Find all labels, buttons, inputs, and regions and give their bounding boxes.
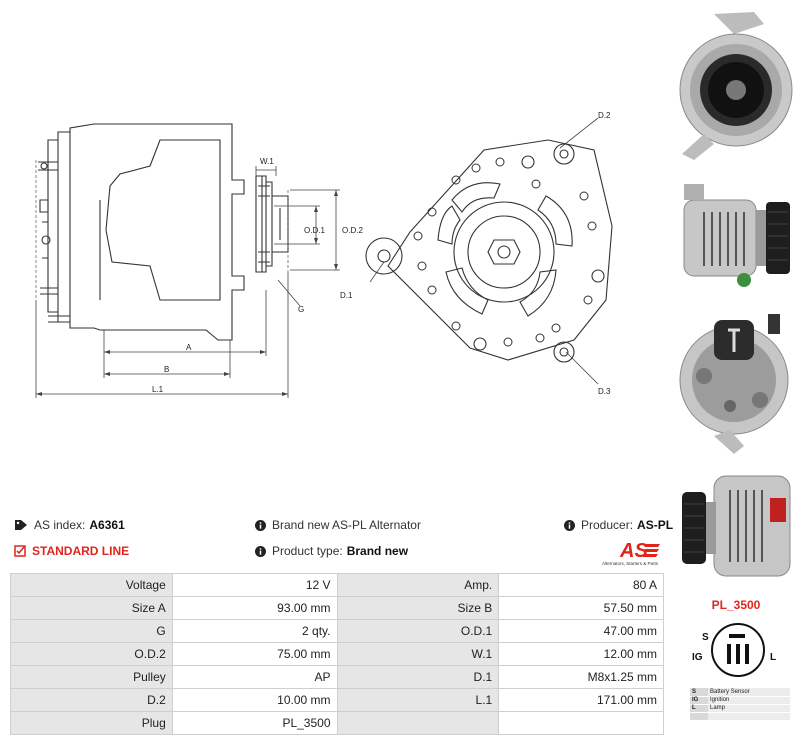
- description-text: Brand new AS-PL Alternator: [272, 518, 421, 532]
- spec-key: Amp.: [336, 573, 500, 597]
- spec-key: [336, 711, 500, 735]
- legend-code: [690, 712, 708, 721]
- legend-code: L: [690, 704, 708, 713]
- standard-line-row: STANDARD LINE: [14, 544, 129, 558]
- spec-value: 10.00 mm: [171, 688, 338, 712]
- legend-desc: Battery Sensor: [708, 688, 790, 697]
- label-l1: L.1: [152, 385, 164, 394]
- pin-l-label: L: [770, 652, 776, 663]
- spec-value: 80 A: [498, 573, 664, 597]
- spec-key: W.1: [336, 642, 500, 666]
- spec-value: 93.00 mm: [171, 596, 338, 620]
- label-g: G: [298, 305, 304, 314]
- product-type-row: Product type: Brand new: [255, 544, 408, 558]
- spec-value: 12.00 mm: [498, 642, 664, 666]
- spec-key: O.D.2: [10, 642, 173, 666]
- spec-value: AP: [171, 665, 338, 689]
- legend-code: S: [690, 688, 708, 697]
- spec-key: G: [10, 619, 173, 643]
- spec-key: Size A: [10, 596, 173, 620]
- product-photos: [668, 0, 800, 590]
- spec-key: O.D.1: [336, 619, 500, 643]
- spec-key: L.1: [336, 688, 500, 712]
- spec-value: 47.00 mm: [498, 619, 664, 643]
- legend-desc: Ignition: [708, 696, 790, 705]
- spec-key: D.2: [10, 688, 173, 712]
- legend-desc: Lamp: [708, 704, 790, 713]
- pin-ig-label: IG: [692, 652, 703, 663]
- technical-drawing: W.1 O.D.2 O.D.1 G A B L.1 D.1 D.2 D.3: [35, 111, 613, 398]
- logo-tagline: Alternators, Starters & Parts: [602, 561, 659, 566]
- as-index-label: AS index:: [34, 518, 86, 532]
- label-w1: W.1: [260, 157, 274, 166]
- label-d3: D.3: [598, 387, 611, 396]
- legend-desc: [708, 712, 790, 721]
- legend-code: IG: [690, 696, 708, 705]
- spec-value: 75.00 mm: [171, 642, 338, 666]
- spec-value: 2 qty.: [171, 619, 338, 643]
- producer-label: Producer:: [581, 518, 634, 532]
- photo-front: [679, 12, 793, 160]
- producer-value: AS-PL: [637, 518, 674, 532]
- photo-side: [683, 184, 790, 287]
- plug-diagram: S IG L: [692, 623, 776, 677]
- plug-title: PL_3500: [711, 598, 761, 612]
- spec-key: Pulley: [10, 665, 173, 689]
- info-icon: [255, 519, 266, 531]
- label-od2: O.D.2: [342, 226, 363, 235]
- label-d2: D.2: [598, 111, 611, 120]
- info-icon: [255, 545, 266, 557]
- standard-line-label: STANDARD LINE: [32, 544, 130, 558]
- as-pl-logo: AS Alternators, Starters & Parts: [602, 540, 660, 566]
- label-d1: D.1: [340, 291, 353, 300]
- photo-rear: [679, 314, 789, 454]
- info-icon: [564, 519, 575, 531]
- logo-text: AS: [619, 540, 648, 562]
- spec-value: 171.00 mm: [498, 688, 664, 712]
- spec-value: 12 V: [171, 573, 338, 597]
- spec-value: M8x1.25 mm: [498, 665, 664, 689]
- product-type-label: Product type:: [272, 544, 343, 558]
- tag-icon: [15, 520, 27, 530]
- spec-value: 57.50 mm: [498, 596, 664, 620]
- spec-value: PL_3500: [171, 711, 338, 735]
- spec-key: Size B: [336, 596, 500, 620]
- as-index-row: AS index: A6361: [14, 518, 125, 532]
- label-b: B: [164, 365, 169, 374]
- label-od1: O.D.1: [304, 226, 325, 235]
- pin-s-label: S: [702, 632, 709, 643]
- spec-key: Plug: [10, 711, 173, 735]
- description-row: Brand new AS-PL Alternator: [255, 518, 421, 532]
- photo-side-2: [682, 475, 791, 577]
- legend-row: [690, 712, 790, 721]
- spec-key: D.1: [336, 665, 500, 689]
- spec-key: Voltage: [10, 573, 173, 597]
- as-index-value: A6361: [89, 518, 125, 532]
- label-a: A: [186, 343, 192, 352]
- check-square-icon: [14, 545, 26, 557]
- product-type-value: Brand new: [346, 544, 409, 558]
- producer-row: Producer: AS-PL: [564, 518, 673, 532]
- spec-value: [498, 711, 664, 735]
